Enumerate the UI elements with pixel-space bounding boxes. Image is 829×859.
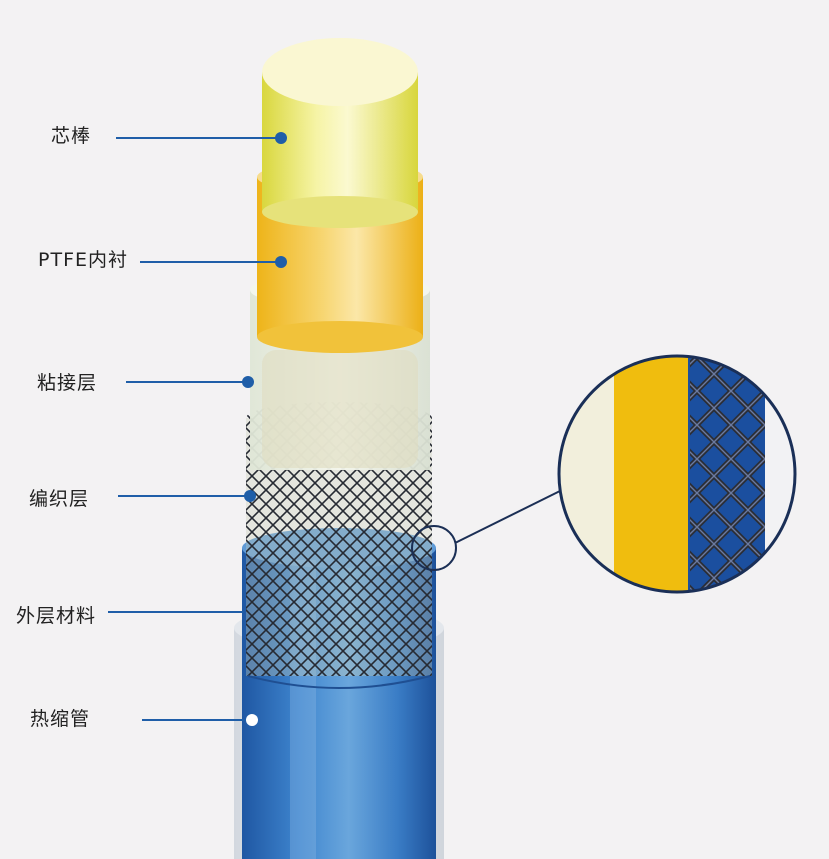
label-heat-shrink: 热缩管 (30, 708, 91, 730)
label-braid-layer: 编织层 (29, 488, 90, 510)
zoom-circle-border (557, 354, 797, 594)
leader-dots (242, 132, 287, 726)
core-rod (262, 38, 418, 228)
dot-shrink (246, 714, 258, 726)
dot-ptfe (275, 256, 287, 268)
label-ptfe-liner: PTFE内衬 (38, 249, 128, 271)
label-core-rod: 芯棒 (51, 125, 92, 147)
label-adhesive-layer: 粘接层 (37, 372, 98, 394)
dot-braid (244, 490, 256, 502)
leader-lines (108, 137, 280, 721)
magnify-target-ring (411, 525, 457, 571)
dot-adhesive (242, 376, 254, 388)
label-outer-material: 外层材料 (16, 605, 97, 627)
magnify-connector-line (454, 489, 563, 544)
dot-core (275, 132, 287, 144)
